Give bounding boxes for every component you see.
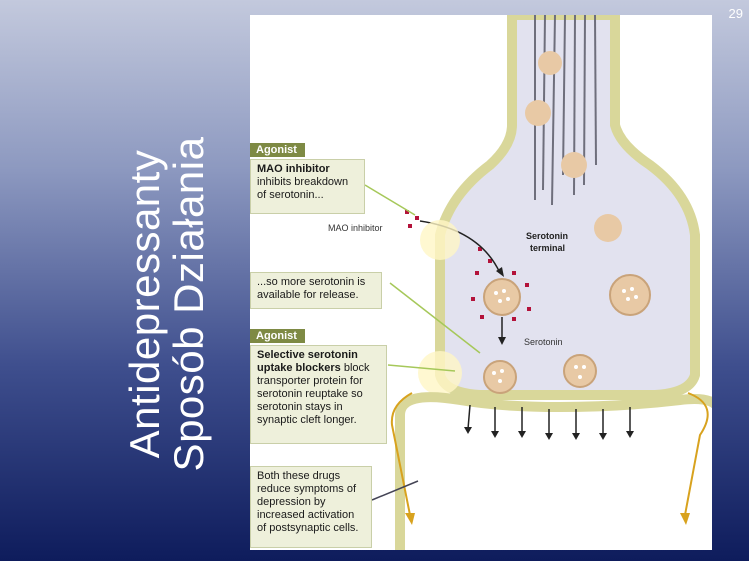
synapse-diagram: MAO inhibitor Serotonin terminal Seroton…	[328, 15, 712, 550]
vesicles	[483, 51, 651, 394]
receptor-arrows	[467, 404, 631, 435]
right-orange-arrow	[684, 392, 709, 516]
serotonin-terminal	[435, 15, 700, 400]
terminal-label-line1: Serotonin	[526, 231, 568, 241]
mao-burst	[420, 220, 460, 260]
agonist-tag-2: Agonist	[250, 329, 305, 343]
slide-title: Antidepressanty Sposób Działania	[121, 134, 212, 474]
terminal-label-line2: terminal	[530, 243, 565, 253]
left-orange-arrow	[390, 392, 413, 516]
serotonin-label: Serotonin	[524, 337, 563, 347]
receptor-arrowheads	[464, 427, 634, 440]
ssri-callout-bold: Selective serotonin uptake blockers	[257, 349, 358, 374]
agonist-tag-1: Agonist	[250, 143, 305, 157]
vesicle-contents	[492, 287, 638, 383]
postsynaptic-cell	[395, 392, 712, 550]
slide-number: 29	[728, 6, 743, 21]
ssri-burst	[418, 351, 462, 395]
release-callout: ...so more serotonin is available for re…	[250, 272, 382, 309]
title-line-2: Sposób Działania	[165, 136, 212, 472]
synapse-figure: MAO inhibitor Serotonin terminal Seroton…	[250, 15, 712, 550]
title-line-1: Antidepressanty	[121, 149, 168, 459]
ssri-callout-text: block transporter protein for serotonin …	[257, 362, 370, 426]
mao-inhibitor-label: MAO inhibitor	[328, 223, 383, 233]
mao-callout-text: inhibits breakdown of serotonin...	[257, 176, 349, 201]
callout-pointers	[364, 184, 481, 372]
mao-callout-bold: MAO inhibitor	[257, 163, 330, 175]
summary-pointer	[371, 480, 419, 501]
summary-callout: Both these drugs reduce symptoms of depr…	[250, 466, 372, 548]
ssri-callout: Selective serotonin uptake blockers bloc…	[250, 345, 387, 444]
mao-callout: MAO inhibitor inhibits breakdown of sero…	[250, 159, 365, 214]
mao-inhibitor-molecules	[405, 210, 531, 321]
